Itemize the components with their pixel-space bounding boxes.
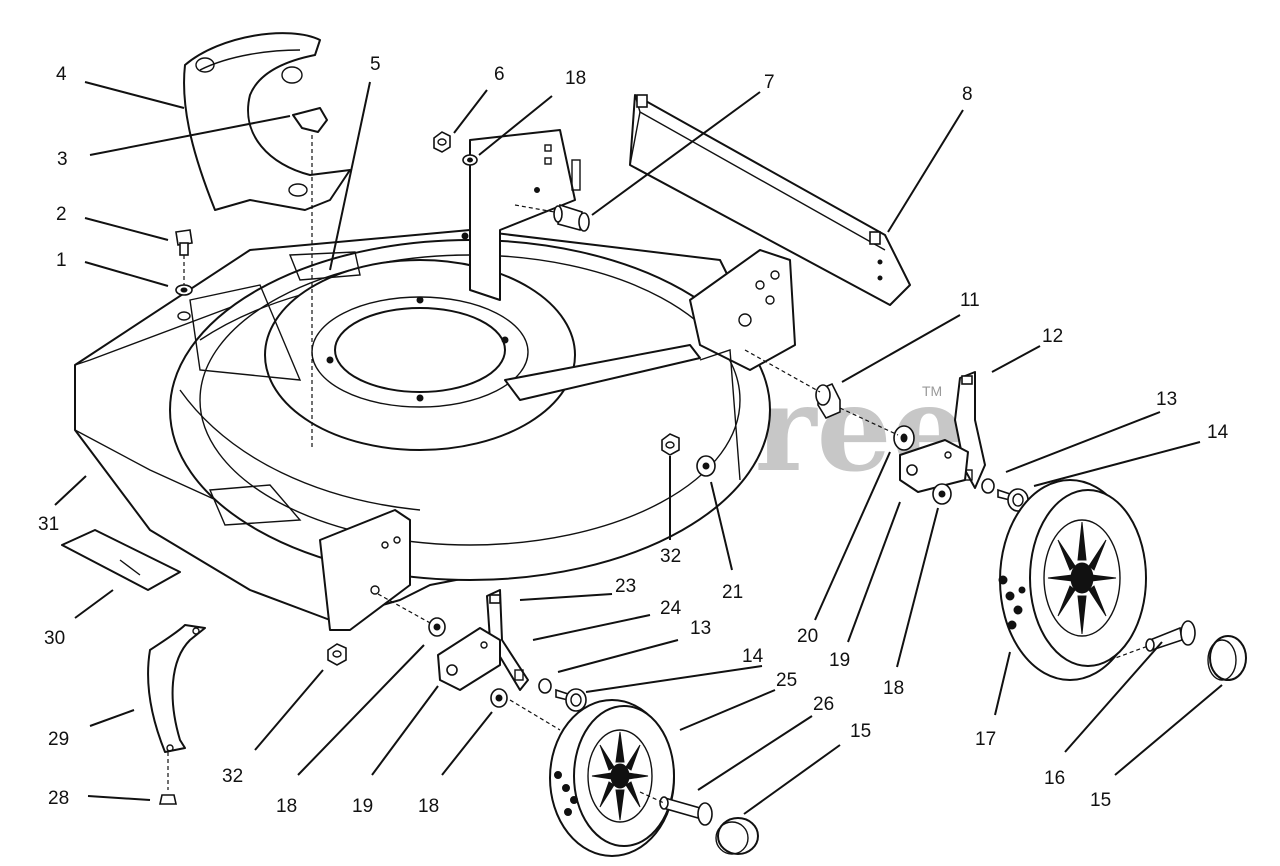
callout-18-front-a: 18 [276, 796, 297, 817]
bolt-14-front [555, 688, 587, 712]
callout-11: 11 [960, 290, 980, 311]
rear-axle-pin-7 [514, 203, 590, 232]
callout-26: 26 [813, 694, 834, 715]
callout-28: 28 [48, 788, 69, 809]
bolt-2 [175, 229, 193, 285]
callout-29: 29 [48, 729, 69, 750]
callout-6: 6 [494, 64, 505, 85]
callout-8: 8 [962, 84, 973, 105]
callout-3: 3 [57, 149, 68, 170]
callout-18-front-b: 18 [418, 796, 439, 817]
callout-31: 31 [38, 514, 59, 535]
callout-1: 1 [56, 250, 67, 271]
wheel-25 [549, 699, 675, 857]
callout-15-right: 15 [1090, 790, 1111, 811]
washer-18-top [462, 154, 478, 166]
washer-1 [175, 284, 193, 321]
callout-14-front: 14 [742, 646, 764, 667]
washer-13-right [981, 478, 995, 494]
callout-21: 21 [722, 582, 743, 603]
callout-7: 7 [764, 72, 775, 93]
callout-30: 30 [44, 628, 65, 649]
spacer-11 [815, 382, 841, 420]
callout-12: 12 [1042, 326, 1063, 347]
axle-centerline-right-b [839, 407, 899, 436]
callout-labels: 4 3 2 1 5 6 18 7 8 11 12 13 14 31 32 21 … [38, 54, 1229, 817]
callout-13-front: 13 [690, 618, 711, 639]
pivot-plate-19-right [899, 439, 969, 493]
leader-lines [54, 81, 1223, 815]
axle-centerline-wheel-front [639, 791, 665, 804]
callout-23: 23 [615, 576, 636, 597]
callout-5: 5 [370, 54, 381, 75]
mower-deck [74, 129, 796, 631]
callout-24: 24 [660, 598, 682, 619]
callout-32-front: 32 [222, 766, 243, 787]
watermark-trademark: TM [922, 383, 942, 399]
rear-trail-shield-8 [629, 94, 911, 306]
nut-32-center [661, 433, 680, 456]
axle-centerline-front [377, 593, 433, 625]
washer-18-right [932, 483, 952, 505]
callout-19-right: 19 [829, 650, 850, 671]
axle-centerline-front-b [509, 699, 561, 731]
callout-19-front: 19 [352, 796, 373, 817]
callout-18-right: 18 [883, 678, 904, 699]
washer-18-front-a [428, 617, 446, 637]
hub-cap-15-right [1207, 635, 1247, 681]
callout-2: 2 [56, 204, 67, 225]
hub-cap-15-front [715, 817, 759, 855]
callout-32-center: 32 [660, 546, 681, 567]
callout-25: 25 [776, 670, 797, 691]
callout-13-right: 13 [1156, 389, 1177, 410]
callout-16: 16 [1044, 768, 1065, 789]
callout-4: 4 [56, 64, 67, 85]
nut-6 [433, 131, 451, 153]
axle-centerline-right [744, 349, 821, 393]
rear-deflector-shield [183, 32, 351, 450]
nut-32-front [327, 643, 347, 666]
pivot-plate-19-front [437, 627, 501, 691]
callout-17: 17 [975, 729, 996, 750]
strap-29 [147, 624, 206, 753]
callout-20: 20 [797, 626, 818, 647]
axle-bolt-16 [1145, 620, 1196, 652]
callout-14-right: 14 [1207, 422, 1229, 443]
screw-28 [159, 752, 177, 805]
callout-15-front: 15 [850, 721, 871, 742]
washer-20 [893, 425, 915, 451]
washer-13-front [538, 678, 552, 694]
callout-18-top: 18 [565, 68, 586, 89]
washer-18-front-b [490, 688, 508, 708]
axle-bolt-26 [659, 796, 713, 826]
height-bracket-12 [954, 371, 986, 489]
wheel-17 [998, 479, 1147, 681]
washer-21 [696, 455, 716, 477]
